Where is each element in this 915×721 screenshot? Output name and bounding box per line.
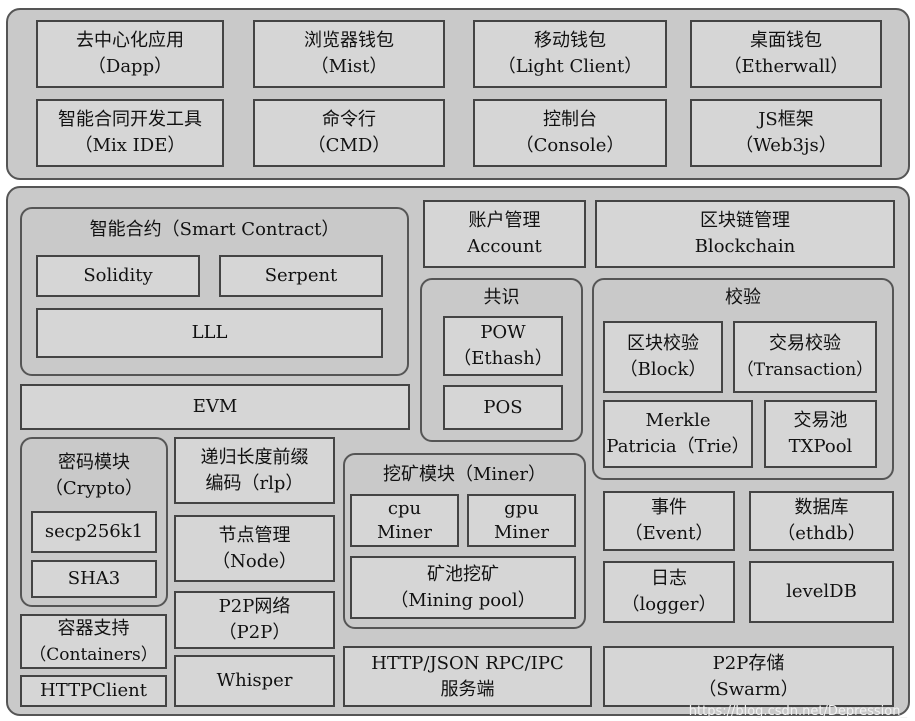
- crypto-title: 密码模块: [58, 452, 130, 473]
- leveldb-box: levelDB: [749, 561, 894, 623]
- cpu-miner-label: cpu: [387, 497, 422, 519]
- cmd-box: 命令行 （CMD）: [253, 99, 445, 167]
- ethdb-label: 数据库: [794, 497, 849, 518]
- web3js-sublabel: （Web3js）: [735, 135, 837, 156]
- rlp-label: 递归长度前缀: [200, 446, 309, 468]
- swarm-box: P2P存储 （Swarm）: [603, 646, 894, 707]
- cmd-sublabel: （CMD）: [307, 135, 391, 156]
- validation-title: 校验: [725, 287, 761, 308]
- transaction-validation-box: 交易校验 （Transaction）: [733, 321, 877, 393]
- block-validation-label: 区块校验: [627, 333, 699, 354]
- node-sublabel: （Node）: [212, 550, 297, 572]
- blockchain-box: 区块链管理 Blockchain: [595, 200, 895, 268]
- gpu-miner-sublabel: Miner: [493, 521, 550, 543]
- whisper-box: Whisper: [174, 655, 335, 707]
- consensus-title: 共识: [483, 287, 520, 308]
- p2p-box: P2P网络 （P2P）: [174, 591, 335, 649]
- trie-box: Merkle Patricia（Trie）: [603, 400, 753, 468]
- gpu-miner-box: gpu Miner: [467, 494, 576, 547]
- cpu-miner-sublabel: Miner: [376, 521, 433, 543]
- node-label: 节点管理: [218, 524, 291, 546]
- event-sublabel: （Event）: [624, 523, 714, 544]
- p2p-label: P2P网络: [218, 596, 291, 617]
- blockchain-sublabel: Blockchain: [694, 236, 796, 257]
- cpu-miner-box: cpu Miner: [350, 494, 459, 547]
- secp256k1-box: secp256k1: [31, 511, 157, 553]
- httpclient-box: HTTPClient: [20, 675, 167, 707]
- mix-ide-box: 智能合同开发工具 （Mix IDE）: [36, 99, 224, 167]
- mining-pool-label: 矿池挖矿: [427, 563, 499, 585]
- mix-ide-sublabel: （Mix IDE）: [74, 135, 186, 156]
- txpool-box: 交易池 TXPool: [764, 400, 877, 468]
- web3js-box: JS框架 （Web3js）: [690, 99, 882, 167]
- containers-sublabel: （Containers）: [29, 644, 158, 665]
- logger-sublabel: （logger）: [621, 594, 717, 615]
- light-client-box: 移动钱包 （Light Client）: [473, 20, 667, 88]
- blockchain-label: 区块链管理: [700, 210, 790, 231]
- mix-ide-label: 智能合同开发工具: [58, 109, 202, 130]
- mist-sublabel: （Mist）: [310, 56, 388, 77]
- txpool-sublabel: TXPool: [788, 436, 853, 457]
- smart-contract-title: 智能合约（Smart Contract）: [89, 219, 340, 240]
- light-client-sublabel: （Light Client）: [497, 56, 643, 77]
- rpc-label: HTTP/JSON RPC/IPC: [371, 652, 564, 674]
- pow-box: POW （Ethash）: [443, 316, 563, 376]
- ethdb-box: 数据库 （ethdb）: [749, 491, 894, 551]
- etherwall-label: 桌面钱包: [750, 30, 822, 51]
- rlp-box: 递归长度前缀 编码（rlp）: [174, 437, 335, 504]
- crypto-subtitle: （Crypto）: [44, 478, 144, 499]
- event-box: 事件 （Event）: [603, 491, 735, 551]
- mist-label: 浏览器钱包: [304, 30, 394, 51]
- account-label: 账户管理: [468, 210, 541, 231]
- block-validation-sublabel: （Block）: [619, 359, 707, 380]
- pow-label: POW: [480, 322, 526, 343]
- containers-label: 容器支持: [57, 617, 130, 639]
- application-layer-panel: 去中心化应用 （Dapp） 浏览器钱包 （Mist） 移动钱包 （Light C…: [6, 8, 910, 180]
- account-box: 账户管理 Account: [423, 200, 586, 268]
- ethdb-sublabel: （ethdb）: [777, 523, 866, 544]
- serpent-box: Serpent: [219, 255, 383, 297]
- console-sublabel: （Console）: [515, 135, 625, 156]
- swarm-label: P2P存储: [712, 652, 785, 674]
- trie-sublabel: Patricia（Trie）: [606, 436, 750, 457]
- miner-title: 挖矿模块（Miner）: [382, 464, 547, 485]
- transaction-validation-label: 交易校验: [769, 333, 841, 354]
- console-label: 控制台: [543, 109, 597, 130]
- pow-sublabel: （Ethash）: [453, 348, 553, 369]
- mist-box: 浏览器钱包 （Mist）: [253, 20, 445, 88]
- logger-label: 日志: [651, 568, 687, 589]
- node-box: 节点管理 （Node）: [174, 515, 335, 582]
- evm-box: EVM: [20, 384, 410, 430]
- trie-label: Merkle: [645, 410, 711, 431]
- gpu-miner-label: gpu: [504, 497, 539, 519]
- dapp-box: 去中心化应用 （Dapp）: [36, 20, 224, 88]
- rpc-box: HTTP/JSON RPC/IPC 服务端: [343, 646, 592, 707]
- solidity-box: Solidity: [36, 255, 200, 297]
- console-box: 控制台 （Console）: [473, 99, 667, 167]
- p2p-sublabel: （P2P）: [218, 622, 291, 643]
- rpc-sublabel: 服务端: [440, 678, 495, 700]
- swarm-sublabel: （Swarm）: [698, 678, 799, 700]
- dapp-label: 去中心化应用: [76, 30, 184, 51]
- sha3-box: SHA3: [31, 560, 157, 598]
- watermark: https://blog.csdn.net/Depression_: [688, 704, 907, 719]
- etherwall-sublabel: （Etherwall）: [723, 56, 849, 77]
- pos-box: POS: [443, 385, 563, 430]
- event-label: 事件: [651, 497, 687, 518]
- block-validation-box: 区块校验 （Block）: [603, 321, 723, 393]
- lll-box: LLL: [36, 308, 383, 358]
- logger-box: 日志 （logger）: [603, 561, 735, 623]
- transaction-validation-sublabel: （Transaction）: [736, 360, 874, 380]
- dapp-sublabel: （Dapp）: [87, 56, 173, 77]
- mining-pool-box: 矿池挖矿 （Mining pool）: [350, 556, 576, 619]
- web3js-label: JS框架: [758, 109, 814, 130]
- account-sublabel: Account: [467, 236, 542, 257]
- mining-pool-sublabel: （Mining pool）: [390, 589, 536, 611]
- cmd-label: 命令行: [322, 109, 376, 130]
- light-client-label: 移动钱包: [534, 30, 606, 51]
- containers-box: 容器支持 （Containers）: [20, 614, 167, 669]
- txpool-label: 交易池: [793, 410, 848, 431]
- rlp-sublabel: 编码（rlp）: [205, 472, 304, 494]
- etherwall-box: 桌面钱包 （Etherwall）: [690, 20, 882, 88]
